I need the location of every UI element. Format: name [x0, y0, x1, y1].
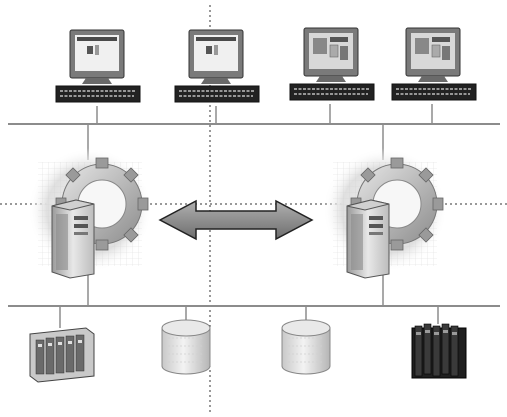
- database-cylinder-icon: [281, 319, 331, 375]
- server-uplinks: [87, 124, 384, 160]
- workstation-2: [174, 29, 260, 103]
- workstation-drops: [96, 104, 433, 124]
- server-tower: [346, 199, 390, 279]
- server-downlinks: [87, 270, 384, 306]
- server-right: [323, 148, 447, 279]
- workstation-4: [391, 27, 477, 101]
- server-left: [28, 148, 152, 279]
- bidirectional-arrow: [158, 199, 314, 241]
- device-drops: [59, 306, 439, 328]
- keyboard: [391, 83, 477, 101]
- io-rack-icon: [411, 323, 467, 379]
- workstation-3: [289, 27, 375, 101]
- server-tower: [51, 199, 95, 279]
- workstation-1: [55, 29, 141, 103]
- modular-plc-icon: [29, 327, 95, 383]
- keyboard: [289, 83, 375, 101]
- keyboard: [174, 85, 260, 103]
- database-cylinder-icon: [161, 319, 211, 375]
- keyboard: [55, 85, 141, 103]
